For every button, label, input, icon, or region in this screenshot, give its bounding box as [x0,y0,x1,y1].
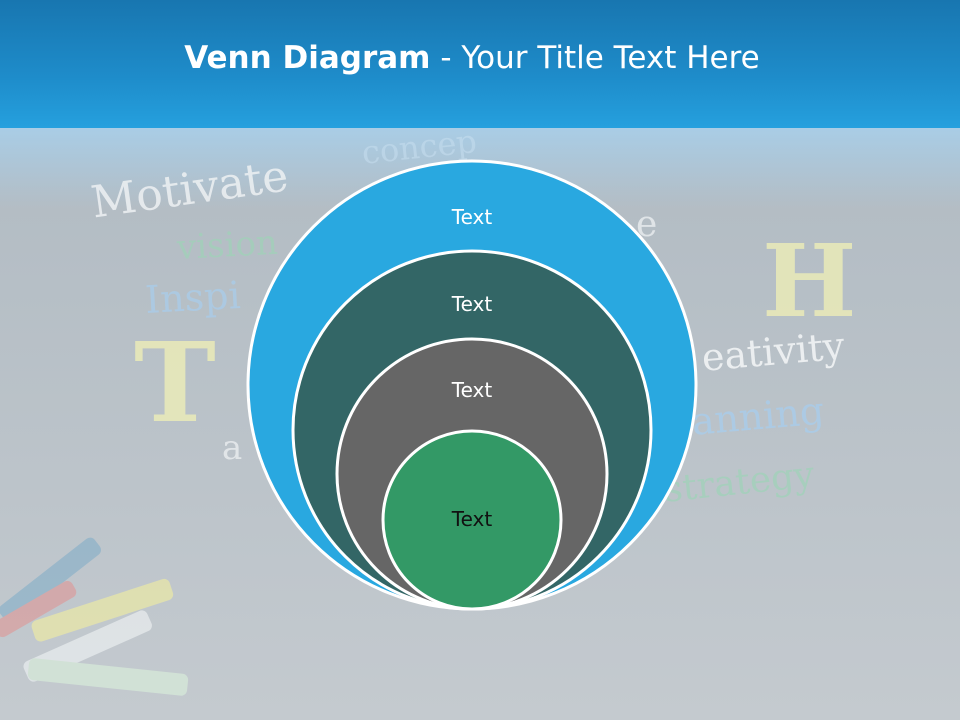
chalk-letter-a: a [222,428,243,468]
chalk-letter-h: H [762,222,857,340]
title-bold: Venn Diagram [184,40,431,76]
title-rest: - Your Title Text Here [430,40,760,76]
circle-third-label: Text [451,378,493,402]
circle-outer-label: Text [451,205,493,229]
slide-title: Venn Diagram - Your Title Text Here [0,40,944,76]
chalk-letter-t: T [134,318,216,447]
circle-inner-label: Text [451,507,493,531]
circle-inner [381,429,563,611]
chalk-letter-e: e [636,204,658,245]
title-bar [0,0,960,128]
chalk-sticks-illustration [0,537,189,696]
circle-second-label: Text [451,292,493,316]
